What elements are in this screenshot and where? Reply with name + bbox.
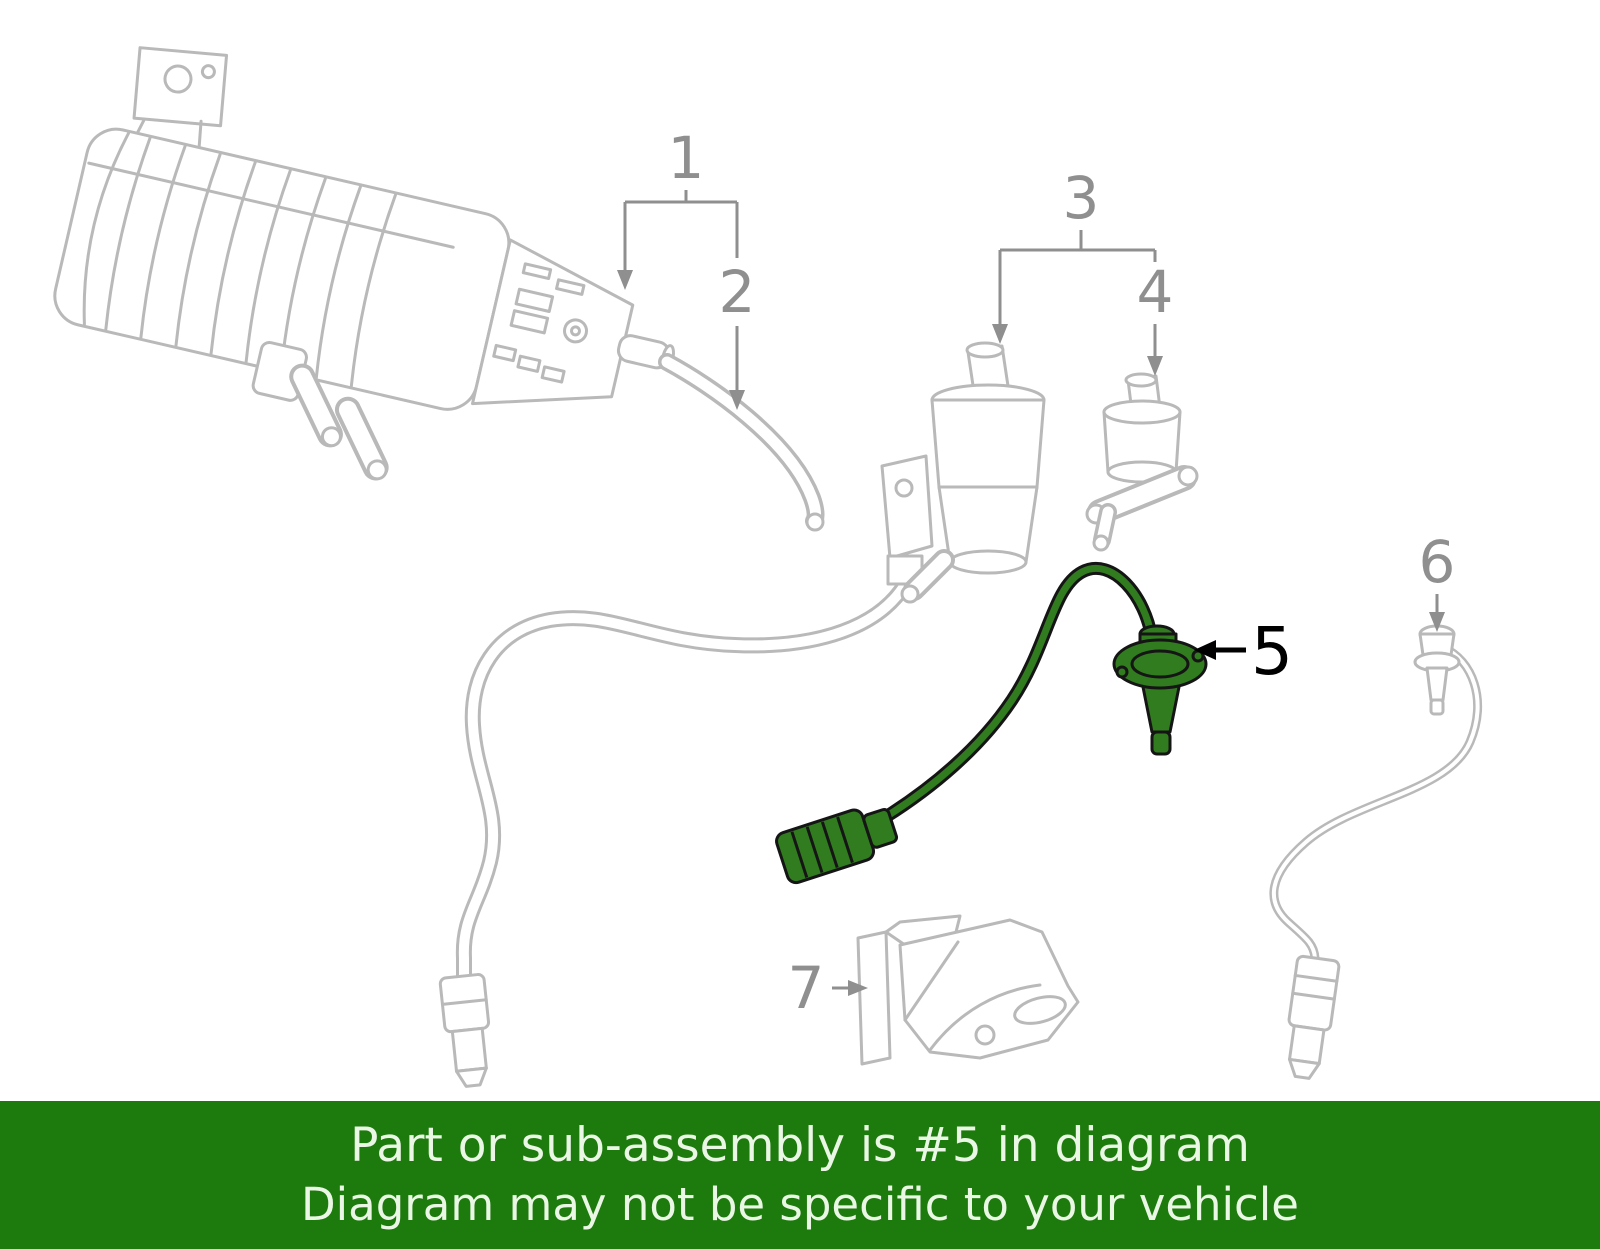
- sensor-rear-connector: [1287, 954, 1341, 1080]
- status-banner: Part or sub-assembly is #5 in diagram Di…: [0, 1101, 1600, 1249]
- sensor-body: [1112, 624, 1208, 756]
- callouts: 1 2 3 4 6: [617, 124, 1455, 1022]
- vapor-canister: [53, 46, 675, 481]
- banner-line-2: Diagram may not be specific to your vehi…: [301, 1178, 1299, 1232]
- callout-1: 1: [668, 124, 705, 192]
- canister-plate: [471, 238, 635, 406]
- vacuum-hose: [438, 575, 914, 1088]
- callout-2: 2: [719, 258, 756, 326]
- solenoid-valve: [1085, 372, 1199, 552]
- highlight-callout-5: 5: [1251, 613, 1293, 690]
- callout-3: 3: [1063, 164, 1100, 232]
- mounting-bracket: [856, 914, 1080, 1066]
- banner-line-1: Part or sub-assembly is #5 in diagram: [350, 1118, 1250, 1174]
- purge-valve: [880, 341, 1046, 604]
- callout-7: 7: [788, 954, 825, 1022]
- parts-diagram: 1 2 3 4 6: [53, 46, 1483, 1088]
- vapor-hose: [658, 353, 825, 532]
- oxygen-sensor-rear: [1269, 624, 1483, 1080]
- sensor-connector: [775, 808, 899, 885]
- oxygen-sensor-highlighted: [775, 561, 1208, 885]
- callout-4: 4: [1137, 258, 1174, 326]
- hose-connector: [438, 973, 491, 1088]
- callout-6: 6: [1419, 528, 1456, 596]
